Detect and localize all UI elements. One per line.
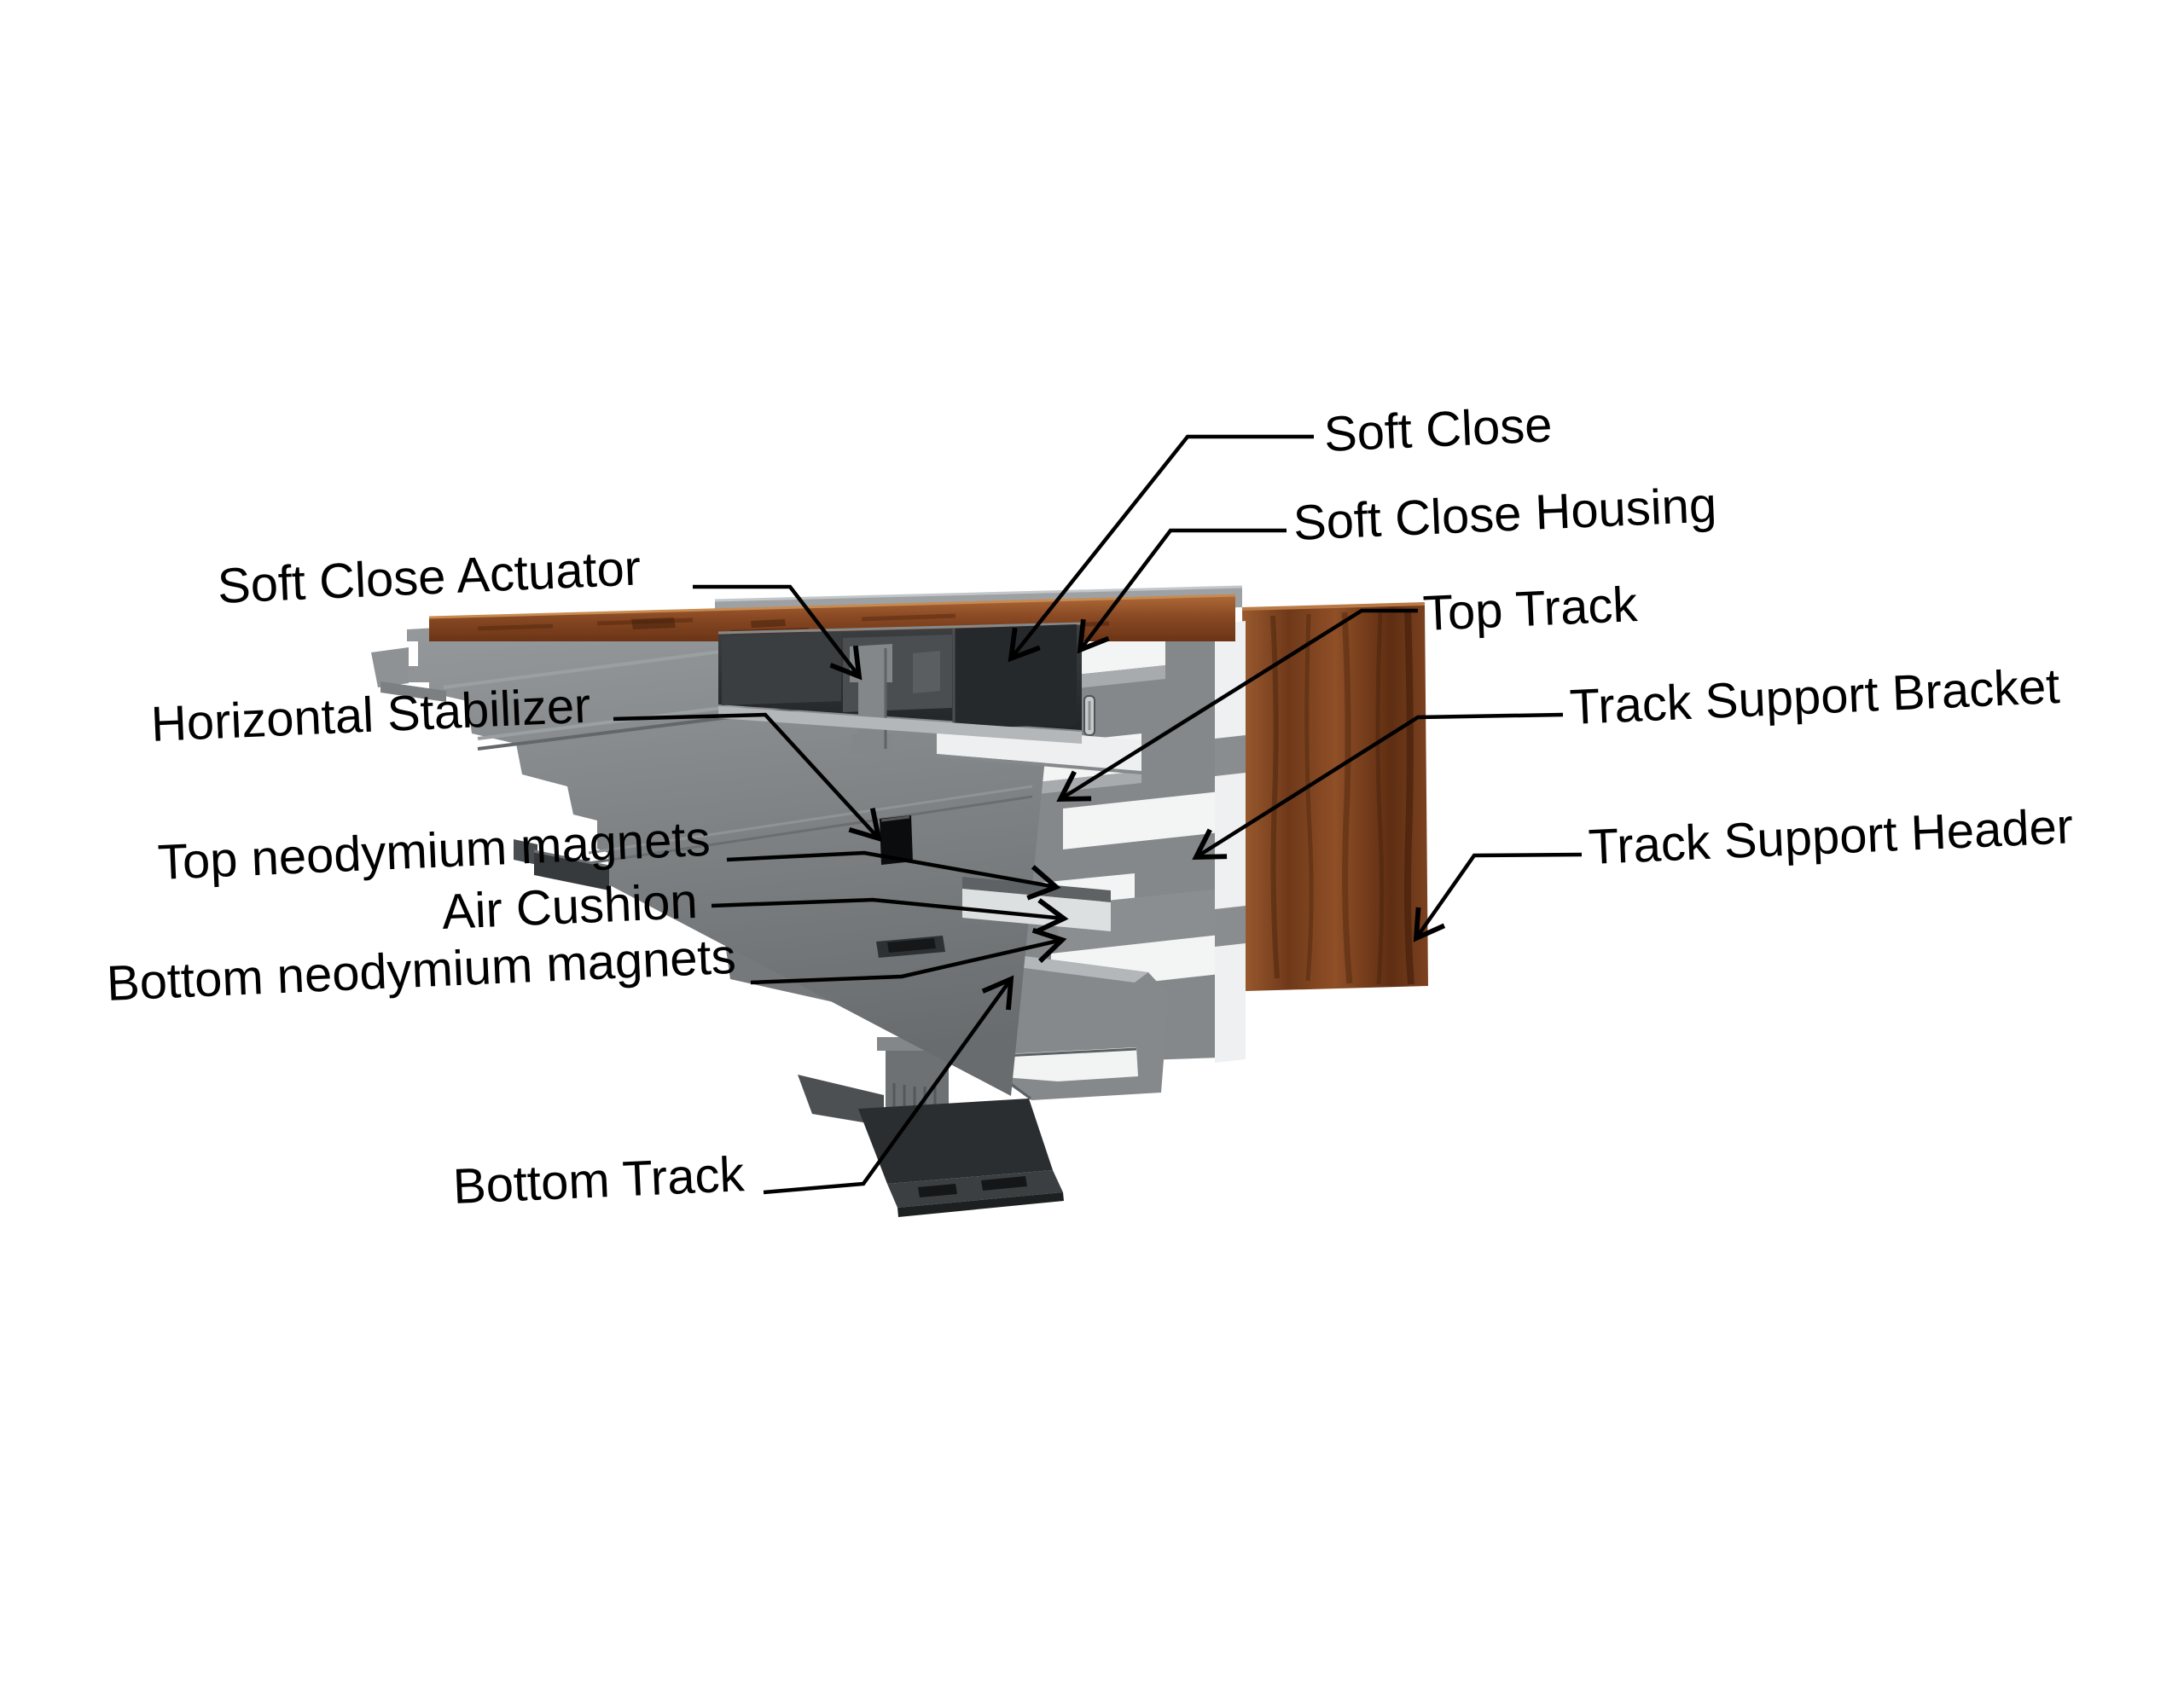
label-top-track: Top Track (1421, 577, 1639, 641)
track-support-header-wood (1241, 602, 1428, 991)
leader-track-support-header (1413, 852, 1583, 942)
leader-top-neodymium-magnets (726, 850, 1061, 901)
soft-close-housing-recess (717, 622, 1083, 754)
leader-horizontal-stabilizer (613, 712, 882, 843)
label-air-cushion: Air Cushion (440, 872, 699, 940)
soft-close-unit-right (954, 624, 1077, 728)
leader-bottom-track (763, 975, 1014, 1195)
leader-bottom-neodymium-magnets (750, 928, 1067, 985)
bottom-track-base (858, 1099, 1064, 1217)
leader-soft-close (1008, 434, 1314, 663)
label-bottom-track: Bottom Track (451, 1146, 746, 1215)
soft-close-unit-left (722, 632, 841, 705)
leader-soft-close-actuator (693, 584, 863, 681)
neodymium-magnet-blocks (514, 839, 610, 890)
leader-top-track (1056, 608, 1418, 802)
leader-soft-close-housing (1077, 528, 1287, 654)
leader-lines (613, 434, 1583, 1195)
leader-track-support-bracket (1192, 712, 1564, 860)
horizontal-stabilizer-block (880, 815, 913, 865)
screw-icon (1083, 695, 1095, 736)
label-soft-close: Soft Close (1322, 397, 1554, 462)
track-support-bracket-plate (1215, 621, 1246, 1063)
bottom-track-channel (1003, 954, 1169, 1100)
leader-air-cushion (711, 897, 1069, 935)
